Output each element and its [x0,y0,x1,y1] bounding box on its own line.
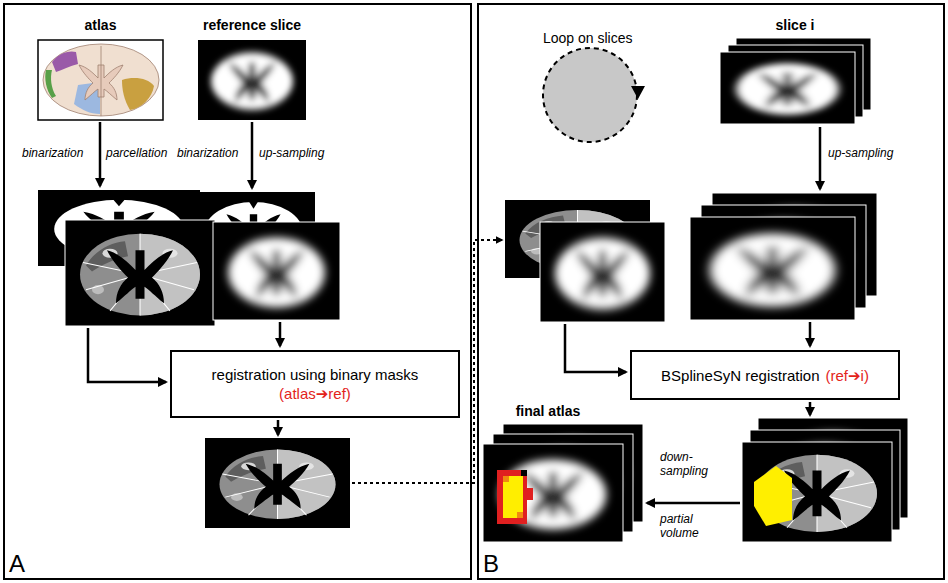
box-content: BSplineSyN registration (ref➔i) [661,366,869,385]
step-label: partial volume [660,512,730,540]
step-label: binarization [22,146,83,160]
panel-letter: B [483,550,499,578]
image-heading: final atlas [483,403,613,420]
registered-slice-stack [742,442,892,542]
flow-arrows [88,328,166,382]
final-atlas-stack [527,488,533,500]
flow-arrows [251,122,254,188]
direction-note: (ref➔i) [826,366,869,385]
parcellated-atlas-image [65,220,215,326]
upsampled-slice-stack [690,217,855,320]
atlas-illustration [38,40,163,120]
direction-note: (atlas➔ref) [212,384,419,403]
atlas-figure: atlas [35,17,166,123]
parcellated-atlas-image [65,220,215,326]
registered-atlas-image [205,438,350,528]
atlas-illustration [38,40,163,120]
step-label: binarization [177,146,238,160]
upsampled-reference-image [213,222,340,320]
process-box: BSplineSyN registration (ref➔i) [630,350,900,400]
final-atlas-stack [503,476,523,518]
upsampled-reference-image [540,222,665,322]
atlas-illustration [43,44,159,116]
flow-arrows [809,402,812,415]
registered-slice-stack [742,418,908,542]
box-label: registration using binary masks [212,365,419,384]
final-atlas-stack [483,444,623,542]
upsampled-slice-stack [690,217,855,320]
upsampled-slice-stack [690,193,877,320]
upsampled-reference-image [213,222,340,320]
reference-image [198,40,306,120]
step-label: Loop on slices [543,30,633,47]
step-label: up-sampling [828,146,893,160]
slice-stack [720,38,871,124]
atlas-illustration [52,51,78,72]
final-atlas-stack [483,444,623,542]
step-label: down-sampling [660,450,730,478]
step-label: parcellation [106,146,167,160]
slice-stack [720,52,855,124]
atlas-illustration [43,44,159,116]
loop-symbol [631,86,645,99]
loop-symbol [543,48,637,142]
final-atlas-stack [521,470,527,476]
panel-frame: Aatlas reference slice registration using … [3,3,472,580]
process-box: registration using binary masks(atlas➔re… [170,350,460,418]
slice-stack [720,52,855,124]
atlas-illustration [45,70,56,98]
box-label: BSplineSyN registration [661,366,819,385]
flow-arrows [99,122,102,186]
image-heading: slice i [730,17,860,34]
final-atlas-stack [517,512,523,518]
final-atlas-stack [483,424,643,542]
panel-frame: Bslice i BSplineSyN registration (ref➔i) fi… [477,3,945,580]
upsampled-reference-image [213,222,340,320]
flow-arrows [819,127,822,189]
image-heading: atlas [35,17,166,34]
panel-letter: A [9,550,25,578]
final-atlas-stack [503,476,509,482]
reference-image [198,40,306,120]
flow-arrows [565,324,626,372]
slice-figure: slice i [730,17,860,123]
flow-arrows [279,322,282,346]
flow-arrows [809,322,812,346]
atlas-illustration [101,46,102,116]
upsampled-reference-image [540,222,665,322]
reference-figure: reference slice [187,17,317,123]
step-label: up-sampling [259,146,324,160]
box-content: registration using binary masks(atlas➔re… [212,365,419,403]
upsampled-reference-image [540,222,665,322]
registered-slice-stack [754,466,792,526]
flow-arrows [277,420,280,435]
flow-arrows [647,502,740,505]
registered-slice-stack [742,442,892,542]
parcellated-atlas-image [65,220,215,326]
image-heading: reference slice [187,17,317,34]
atlas-illustration [122,78,154,110]
final-atlas-figure: final atlas [483,403,613,548]
loop-symbol [543,48,645,142]
registered-atlas-image [205,438,350,528]
final-atlas-stack [497,470,527,524]
